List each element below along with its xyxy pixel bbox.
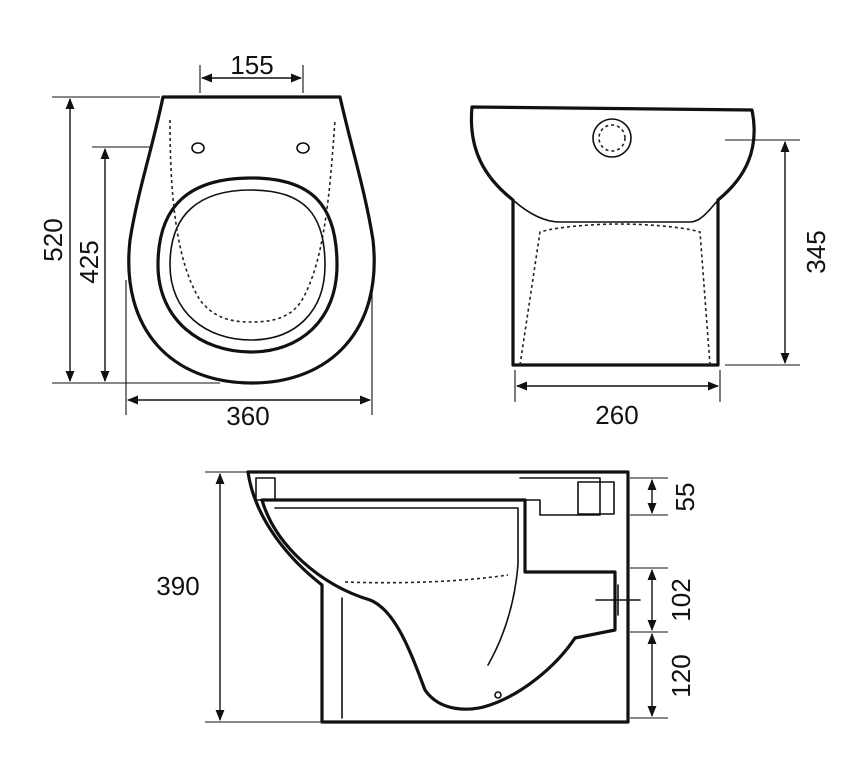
dim-label-360: 360 xyxy=(226,401,269,431)
drain-hole-icon xyxy=(494,691,502,699)
side-view: 390 55 102 120 xyxy=(156,470,700,724)
seat-hinge-hole-left xyxy=(191,142,205,154)
dim-label-520: 520 xyxy=(38,218,68,261)
side-view-inlet xyxy=(519,477,601,516)
front-view: 345 260 xyxy=(469,105,831,430)
water-inlet-icon xyxy=(592,118,632,158)
dim-label-102: 102 xyxy=(666,578,696,621)
dim-label-55: 55 xyxy=(670,483,700,512)
front-view-trap-dashed xyxy=(519,223,711,366)
top-view-seat-outline xyxy=(156,176,339,354)
dim-label-390: 390 xyxy=(156,571,199,601)
side-view-rim-outline xyxy=(255,477,276,501)
top-view: 155 520 425 360 xyxy=(38,50,376,431)
dim-label-260: 260 xyxy=(595,400,638,430)
front-view-bowl-outline xyxy=(469,105,756,367)
side-view-waterline-dashed xyxy=(344,574,509,584)
dim-label-120: 120 xyxy=(666,654,696,697)
top-view-rim-inner-line xyxy=(169,189,326,341)
dim-label-155: 155 xyxy=(230,50,273,80)
top-view-inner-rim-dashed xyxy=(169,119,336,323)
dim-label-425: 425 xyxy=(74,240,104,283)
side-view-body-outline xyxy=(246,470,630,724)
top-view-bowl-outline xyxy=(127,95,376,385)
side-view-bowl-wall xyxy=(274,507,519,666)
dim-label-345: 345 xyxy=(801,230,831,273)
side-view-bowl-inner xyxy=(260,498,617,711)
front-view-inner-line xyxy=(512,199,719,223)
seat-hinge-hole-right xyxy=(296,142,310,154)
side-view-inlet-spud xyxy=(577,481,615,515)
